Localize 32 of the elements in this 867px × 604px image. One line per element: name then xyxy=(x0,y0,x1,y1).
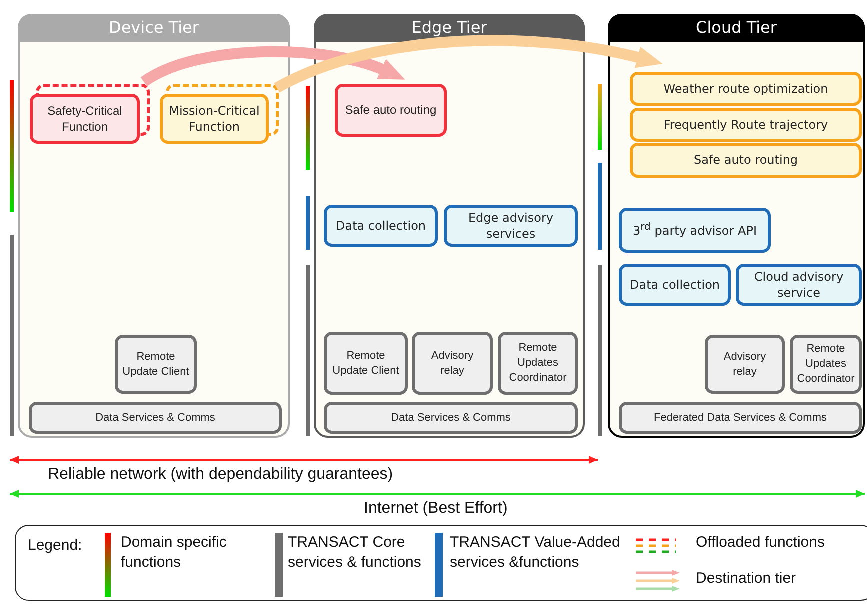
legend-label: Domain specific functions xyxy=(121,533,228,572)
function-box: Safe auto routing xyxy=(630,143,862,178)
tier-header: Cloud Tier xyxy=(608,14,865,42)
network-label: Internet (Best Effort) xyxy=(364,500,508,518)
tier-header: Device Tier xyxy=(18,14,290,42)
service-box: Data collection xyxy=(324,205,438,247)
legend-label: Offloaded functions xyxy=(696,533,826,552)
component-box: Advisory relay xyxy=(705,335,785,394)
component-box: Remote Update Client xyxy=(115,335,197,394)
function-box: Weather route optimization xyxy=(630,72,862,106)
legend-label: Destination tier xyxy=(696,569,798,588)
service-box: Edge advisory services xyxy=(444,205,578,247)
component-box: Data Services & Comms xyxy=(29,402,282,434)
component-box: Remote Update Client xyxy=(324,332,408,395)
network-label: Reliable network (with dependability guarantees) xyxy=(48,466,394,484)
function-box: Frequently Route trajectory xyxy=(630,108,862,142)
tier-panel xyxy=(18,14,290,438)
legend-label: TRANSACT Core services & functions xyxy=(288,533,422,572)
component-box: Remote Updates Coordinator xyxy=(790,335,862,394)
component-box: Data Services & Comms xyxy=(324,402,578,434)
tier-panel xyxy=(608,14,865,438)
component-box: Advisory relay xyxy=(412,332,493,395)
transfer-arrow xyxy=(274,35,663,93)
service-box: Data collection xyxy=(619,264,731,306)
function-box: Safe auto routing xyxy=(335,84,447,137)
component-box: Federated Data Services & Comms xyxy=(619,402,862,434)
tier-panel xyxy=(314,14,585,438)
legend-title: Legend: xyxy=(28,536,82,556)
component-box: Remote Updates Coordinator xyxy=(498,332,578,395)
legend-label: TRANSACT Value-Added services &functions xyxy=(450,533,622,572)
service-box: 3$^{rd}$ party advisor API xyxy=(619,208,771,253)
service-box: Cloud advisory service xyxy=(736,264,862,306)
